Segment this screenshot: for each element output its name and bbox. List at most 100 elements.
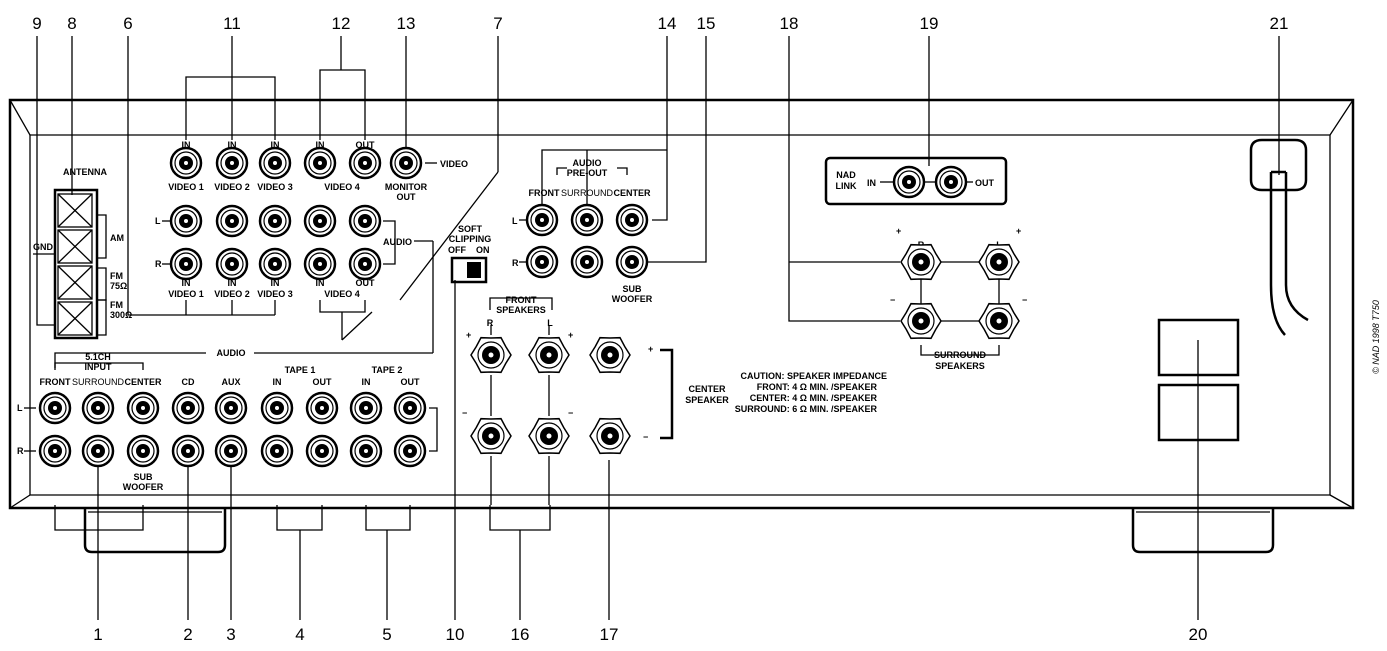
video2-video-jack[interactable]	[215, 146, 249, 180]
video1-video-jack[interactable]	[169, 146, 203, 180]
chassis-outer	[8, 98, 1355, 510]
preout-surround-l-jack[interactable]	[570, 203, 604, 237]
tape2-in-r-jack[interactable]	[349, 434, 383, 468]
video4-video-in-jack[interactable]	[303, 146, 337, 180]
binding-posts	[470, 243, 1020, 505]
center-plus-post[interactable]	[589, 336, 631, 374]
video3-audio-in: IN	[271, 278, 280, 288]
nad-link-out-jack[interactable]	[934, 165, 968, 199]
antenna-screw-2[interactable]	[57, 229, 93, 264]
power-cord-right	[1284, 172, 1309, 322]
video-audio-l-jack-4[interactable]	[303, 204, 337, 238]
preout-label-b: PRE-OUT	[567, 168, 608, 178]
surround-r-plus-post[interactable]	[900, 243, 942, 281]
input-surround-l-jack[interactable]	[81, 391, 115, 425]
input-center-label: CENTER	[124, 377, 162, 387]
preout-center-label: CENTER	[613, 188, 651, 198]
front-r-minus-post[interactable]	[470, 417, 512, 455]
input-label-b: INPUT	[85, 362, 113, 372]
leader-5-bracket	[365, 505, 411, 531]
center-minus-post[interactable]	[589, 417, 631, 455]
callout-21: 21	[1270, 14, 1289, 33]
preout-sub-jack[interactable]	[615, 245, 649, 279]
tape2-out-l-jack[interactable]	[393, 391, 427, 425]
caution-text: CAUTION: SPEAKER IMPEDANCE FRONT: 4 Ω MI…	[735, 371, 887, 414]
input-center-l-jack[interactable]	[126, 391, 160, 425]
antenna-terminals: ANTENNA GND AM FM 75Ω FM 300Ω	[33, 167, 132, 340]
fm75-bracket	[97, 267, 107, 301]
nad-link-in-jack[interactable]	[892, 165, 926, 199]
video-audio-l-jack-3[interactable]	[258, 204, 292, 238]
video-audio-r-jack-2[interactable]	[215, 247, 249, 281]
leader-6	[127, 36, 275, 316]
antenna-screw-3[interactable]	[57, 265, 93, 300]
nad-label-b: LINK	[836, 181, 857, 191]
surround-l-minus-post[interactable]	[978, 302, 1020, 340]
front-l-plus-post[interactable]	[528, 336, 570, 374]
video4-audio-in: IN	[316, 278, 325, 288]
video-audio-l-jack-1[interactable]	[169, 204, 203, 238]
surround-l-plus-post[interactable]	[978, 243, 1020, 281]
video-audio-r-jack-4[interactable]	[303, 247, 337, 281]
tape1-out-l-jack[interactable]	[305, 391, 339, 425]
cd-l-jack[interactable]	[171, 391, 205, 425]
leader-lines	[36, 36, 1280, 620]
input-front-l-jack[interactable]	[38, 391, 72, 425]
callout-9: 9	[32, 14, 41, 33]
preout-label-a: AUDIO	[573, 158, 602, 168]
centerspk-minus: −	[643, 432, 648, 442]
input-r-label: R	[17, 446, 24, 456]
video-audio-r-jack-5[interactable]	[348, 247, 382, 281]
tape1-in-r-jack[interactable]	[260, 434, 294, 468]
preout-surround-label: SURROUND	[561, 188, 614, 198]
preout-l-label: L	[512, 216, 518, 226]
frontspk-l-label: L	[547, 318, 553, 328]
front-r-plus-post[interactable]	[470, 336, 512, 374]
input-surround-r-jack[interactable]	[81, 434, 115, 468]
bevel-bl	[9, 494, 31, 509]
input-center-r-jack[interactable]	[126, 434, 160, 468]
tape1-out-r-jack[interactable]	[305, 434, 339, 468]
monitor-out-jack[interactable]	[389, 146, 423, 180]
chassis	[8, 98, 1355, 554]
video-audio-r-jack-3[interactable]	[258, 247, 292, 281]
preout-front-l-jack[interactable]	[525, 203, 559, 237]
input-sub-label-b: WOOFER	[123, 482, 164, 492]
input-front-r-jack[interactable]	[38, 434, 72, 468]
video3-label: VIDEO 3	[257, 182, 293, 192]
audio-preout: AUDIO PRE-OUT FRONT SURROUND CENTER L R …	[512, 158, 653, 304]
soft-switch-toggle[interactable]	[467, 262, 481, 278]
fm300-label-a: FM	[110, 300, 123, 310]
tape2-in-l-jack[interactable]	[349, 391, 383, 425]
power-section	[1157, 138, 1309, 442]
preout-front-r-jack[interactable]	[525, 245, 559, 279]
fm300-label-b: 300Ω	[110, 310, 132, 320]
preout-surround-r-jack[interactable]	[570, 245, 604, 279]
video-audio-r-jack-1[interactable]	[169, 247, 203, 281]
power-cord-left	[1269, 172, 1286, 336]
sub-label-b: WOOFER	[612, 294, 653, 304]
tape2-in-label: IN	[362, 377, 371, 387]
foot-right	[1131, 508, 1275, 554]
callout-3: 3	[226, 625, 235, 644]
antenna-screw-4[interactable]	[57, 301, 93, 336]
monitor-label-a: MONITOR	[385, 182, 428, 192]
gnd-label: GND	[33, 242, 54, 252]
surround-r-minus-post[interactable]	[900, 302, 942, 340]
video-audio-l-jack-2[interactable]	[215, 204, 249, 238]
video-audio-l-jack-5[interactable]	[348, 204, 382, 238]
tape2-out-r-jack[interactable]	[393, 434, 427, 468]
centerspk-plus: +	[648, 344, 653, 354]
antenna-screw-1[interactable]	[57, 193, 93, 228]
tape1-in-l-jack[interactable]	[260, 391, 294, 425]
front-l-minus-post[interactable]	[528, 417, 570, 455]
aux-l-jack[interactable]	[214, 391, 248, 425]
aux-r-jack[interactable]	[214, 434, 248, 468]
soft-switch-body[interactable]	[450, 256, 488, 284]
video3-video-jack[interactable]	[258, 146, 292, 180]
cd-r-jack[interactable]	[171, 434, 205, 468]
video4-video-out-jack[interactable]	[348, 146, 382, 180]
frontspk-minus-r: −	[462, 408, 467, 418]
preout-center-jack[interactable]	[615, 203, 649, 237]
